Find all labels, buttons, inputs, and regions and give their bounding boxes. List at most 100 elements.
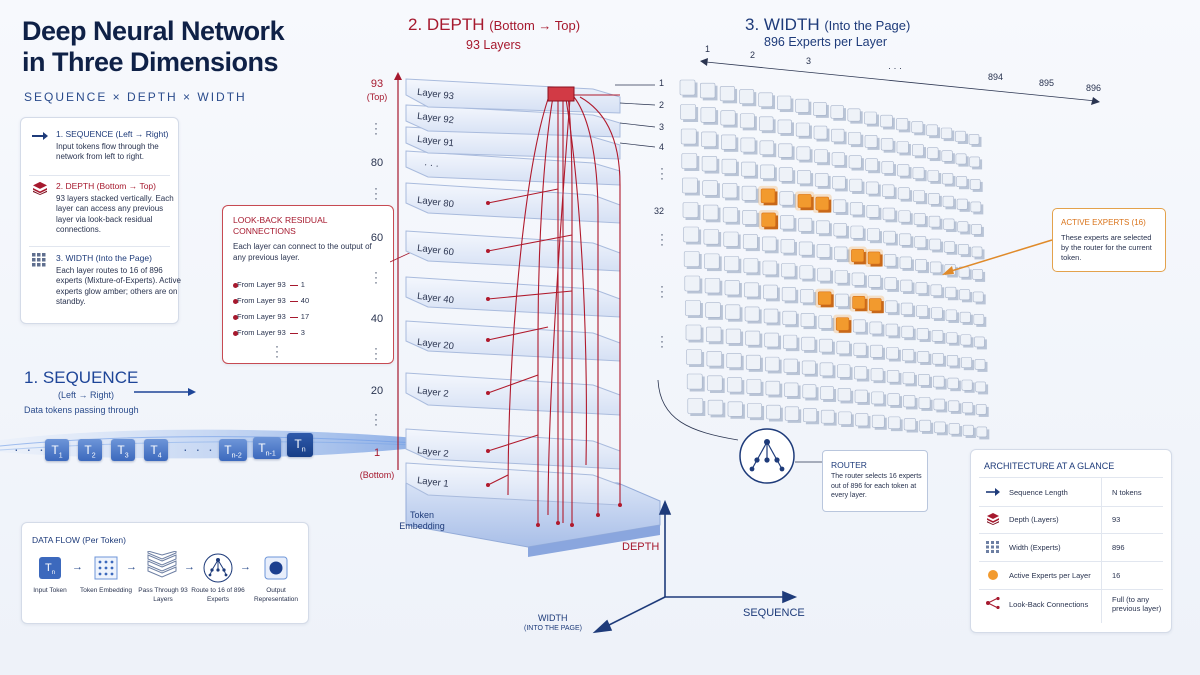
token-tn-2: Tn-2 (219, 439, 247, 461)
expert-cube (900, 302, 916, 318)
depth-axis-top: 93 (370, 78, 384, 90)
expert-cube (887, 393, 903, 408)
expert-cube (679, 79, 698, 98)
expert-cube (883, 254, 899, 269)
expert-cube (948, 423, 963, 437)
expert-cube (885, 300, 900, 316)
expert-cube (835, 293, 851, 310)
sequence-axis-label: SEQUENCE (743, 607, 805, 619)
expert-cube (849, 178, 865, 194)
depth-axis-label: DEPTH (622, 541, 660, 553)
expert-cube (803, 408, 820, 425)
architecture-row-value: N tokens (1112, 488, 1142, 497)
expert-cube (784, 382, 801, 399)
arrow-right-icon (32, 132, 48, 140)
expert-cube (848, 155, 864, 171)
expert-cube (719, 86, 738, 104)
expert-cube (919, 419, 934, 434)
expert-cube (850, 225, 866, 241)
expert-cube (849, 202, 866, 218)
architecture-row: Look-Back Connections Full (to any previ… (979, 589, 1163, 623)
expert-cube (798, 241, 815, 258)
router-callout: ROUTER The router selects 16 experts out… (822, 450, 928, 512)
depth-axis-bottom-note: (Bottom) (359, 470, 395, 480)
expert-col-number: 896 (1086, 83, 1102, 93)
width-axis-note: (INTO THE PAGE) (524, 625, 582, 632)
width-axis-label: WIDTH (538, 613, 568, 623)
active-expert-cube (835, 317, 852, 333)
expert-cube (741, 161, 759, 179)
active-expert-cube (797, 194, 814, 211)
layers-icon (33, 181, 47, 195)
title-line-1: Deep Neural Network (22, 16, 285, 46)
expert-cube (975, 381, 989, 395)
width-axis-line (700, 58, 1100, 105)
expert-cube (943, 218, 957, 233)
expert-cube (958, 266, 972, 280)
expert-cube (820, 409, 837, 426)
token-t1: T1 (45, 439, 69, 461)
active-experts-description: These experts are selected by the router… (1061, 233, 1152, 262)
legend-width-desc: Each layer routes to 16 of 896 experts (… (56, 265, 181, 307)
expert-cube (778, 167, 796, 184)
expert-cube (784, 406, 802, 423)
active-experts-title: ACTIVE EXPERTS (16) (1061, 218, 1146, 227)
expert-row-number: 32 (653, 206, 664, 216)
expert-cube (739, 89, 757, 107)
expert-cube (968, 134, 982, 147)
expert-cube (682, 177, 700, 196)
expert-cube (888, 416, 903, 432)
expert-cube (701, 131, 719, 150)
expert-cube (957, 243, 972, 258)
expert-cube (683, 226, 702, 245)
expert-cube (745, 330, 763, 348)
expert-cube (881, 161, 897, 176)
residual-connections (487, 94, 621, 525)
depth-subtitle: 93 Layers (466, 38, 521, 52)
expert-cube (913, 190, 928, 205)
router-small-icon (203, 553, 233, 583)
expert-cube (853, 342, 869, 359)
expert-cube (871, 391, 887, 407)
legend-sequence-desc: Input tokens flow through the network fr… (56, 141, 159, 162)
expert-cube (976, 426, 990, 440)
expert-cube (896, 118, 911, 133)
expert-cube (766, 404, 783, 422)
expert-cube (940, 127, 955, 142)
expert-cube (739, 113, 757, 131)
data-flow-step: Output Representation (253, 587, 299, 603)
expert-cube (867, 228, 882, 244)
expert-cube (896, 141, 911, 156)
router-icon (739, 428, 795, 484)
legend-width-head: 3. WIDTH (Into the Page) (56, 253, 152, 263)
expert-cube (930, 284, 945, 299)
architecture-row-name: Width (Experts) (1009, 543, 1061, 552)
expert-cube (851, 272, 867, 288)
title-line-2: in Three Dimensions (22, 47, 279, 77)
expert-cube (721, 158, 739, 177)
architecture-row-name: Depth (Layers) (1009, 515, 1059, 524)
expert-cube (912, 144, 926, 159)
expert-cube (816, 220, 832, 237)
expert-cube (945, 309, 960, 323)
expert-cube (916, 328, 931, 343)
page-subtitle: SEQUENCE × DEPTH × WIDTH (24, 90, 247, 104)
expert-cube (955, 153, 969, 167)
token-embedding-label: Token Embedding (399, 510, 445, 531)
expert-cube (931, 307, 945, 322)
expert-cube (680, 128, 699, 147)
embedding-icon (94, 556, 118, 580)
expert-cube (722, 183, 740, 201)
expert-cube (934, 421, 948, 436)
expert-cube (866, 204, 882, 220)
token-ellipsis: · · · (14, 441, 46, 457)
expert-row-dots: ··· (660, 227, 664, 251)
expert-cube (929, 261, 944, 276)
expert-cube (971, 224, 984, 237)
expert-cube (740, 137, 758, 155)
active-expert-cube (815, 196, 832, 213)
expert-cube (956, 176, 970, 190)
depth-tick: 60 (370, 232, 384, 244)
width-subtitle: 896 Experts per Layer (764, 35, 887, 49)
expert-cube (933, 398, 948, 413)
